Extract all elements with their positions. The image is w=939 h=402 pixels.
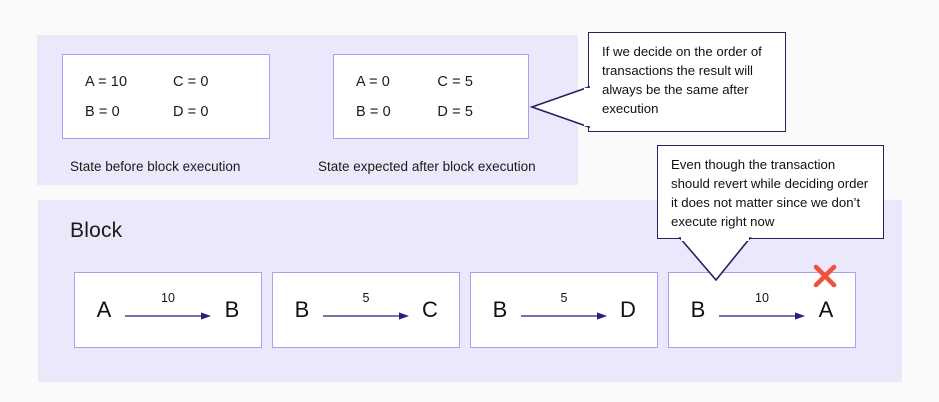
arrow-right-icon xyxy=(323,312,409,320)
transaction-arrow: 5 xyxy=(521,291,607,327)
state-row: B = 0 D = 0 xyxy=(85,97,247,127)
transaction-content: B 5 D xyxy=(471,273,657,347)
transaction-from: A xyxy=(96,297,112,322)
transaction-to: B xyxy=(224,297,240,322)
revert-cross-icon xyxy=(813,264,837,288)
state-box-before: A = 10 C = 0 B = 0 D = 0 xyxy=(62,54,270,139)
callout-revert-text: Even though the transaction should rever… xyxy=(671,157,869,229)
state-value-a-after: A = 0 xyxy=(356,73,390,90)
transaction-from: B xyxy=(294,297,310,322)
state-value-d-before: D = 0 xyxy=(172,103,209,120)
state-value-d-after: D = 5 xyxy=(437,103,473,120)
arrow-right-icon xyxy=(125,312,211,320)
state-value-c-before: C = 0 xyxy=(172,73,209,90)
state-value-a-before: A = 10 xyxy=(85,73,128,90)
transaction-box: A 10 B xyxy=(74,272,262,348)
callout-order: If we decide on the order of transaction… xyxy=(588,32,786,132)
transaction-to: C xyxy=(422,297,438,322)
transaction-arrow: 10 xyxy=(125,291,211,327)
transaction-to: A xyxy=(818,297,834,322)
transaction-arrow: 10 xyxy=(719,291,805,327)
transaction-amount: 5 xyxy=(560,291,568,305)
transaction-amount: 10 xyxy=(755,291,769,305)
block-title: Block xyxy=(70,219,123,242)
state-row: A = 10 C = 0 xyxy=(85,67,247,97)
callout-tail-left-icon xyxy=(529,85,592,129)
transaction-content: B 10 A xyxy=(669,273,855,347)
arrow-right-icon xyxy=(521,312,607,320)
state-caption-before: State before block execution xyxy=(70,159,241,174)
arrow-right-icon xyxy=(719,312,805,320)
transaction-content: B 5 C xyxy=(273,273,459,347)
state-value-b-after: B = 0 xyxy=(356,103,391,120)
state-value-b-before: B = 0 xyxy=(85,103,120,120)
transaction-from: B xyxy=(492,297,508,322)
transaction-amount: 10 xyxy=(161,291,175,305)
callout-tail-down-icon xyxy=(678,236,752,282)
transaction-box: B 5 C xyxy=(272,272,460,348)
transaction-box: B 10 A xyxy=(668,272,856,348)
state-value-c-after: C = 5 xyxy=(437,73,473,90)
state-row: A = 0 C = 5 xyxy=(356,67,506,97)
transaction-content: A 10 B xyxy=(75,273,261,347)
transaction-box: B 5 D xyxy=(470,272,658,348)
state-row: B = 0 D = 5 xyxy=(356,97,506,127)
state-box-after: A = 0 C = 5 B = 0 D = 5 xyxy=(333,54,529,139)
callout-revert: Even though the transaction should rever… xyxy=(657,145,884,239)
transaction-from: B xyxy=(690,297,706,322)
callout-order-text: If we decide on the order of transaction… xyxy=(602,44,762,116)
state-caption-after: State expected after block execution xyxy=(318,159,536,174)
transaction-to: D xyxy=(620,297,636,322)
transaction-arrow: 5 xyxy=(323,291,409,327)
transaction-amount: 5 xyxy=(362,291,370,305)
